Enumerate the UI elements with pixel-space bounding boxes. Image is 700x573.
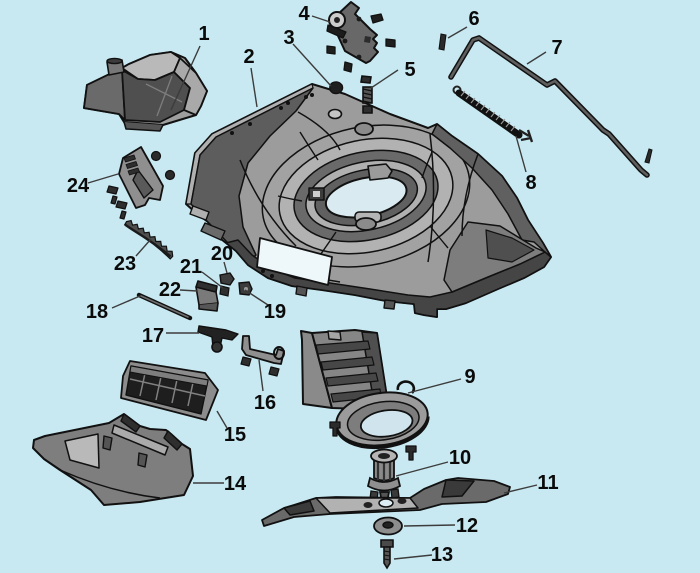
svg-text:18: 18 [86, 301, 108, 323]
svg-text:6: 6 [468, 8, 479, 30]
svg-text:24: 24 [67, 175, 90, 197]
svg-text:3: 3 [283, 27, 294, 49]
svg-text:10: 10 [449, 447, 471, 469]
svg-text:5: 5 [404, 59, 415, 81]
svg-text:23: 23 [114, 253, 136, 275]
svg-text:13: 13 [431, 544, 453, 566]
svg-text:9: 9 [464, 366, 475, 388]
svg-text:19: 19 [264, 301, 286, 323]
svg-text:1: 1 [198, 23, 209, 45]
svg-text:17: 17 [142, 325, 164, 347]
svg-text:2: 2 [243, 46, 254, 68]
svg-text:16: 16 [254, 392, 276, 414]
svg-text:12: 12 [456, 515, 478, 537]
svg-text:15: 15 [224, 424, 246, 446]
svg-text:20: 20 [211, 243, 233, 265]
svg-text:11: 11 [537, 472, 558, 494]
svg-text:21: 21 [180, 256, 202, 278]
svg-text:4: 4 [298, 3, 310, 25]
svg-text:7: 7 [551, 37, 562, 59]
svg-text:14: 14 [224, 473, 247, 495]
svg-text:22: 22 [159, 279, 181, 301]
svg-text:8: 8 [525, 172, 536, 194]
